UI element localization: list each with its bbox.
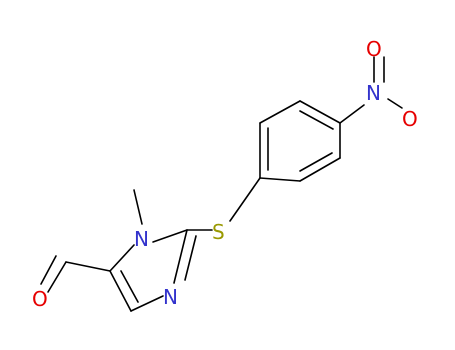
bond-ar4-ar5 — [299, 157, 341, 182]
bond-ar1-ar2 — [259, 100, 301, 124]
atom-n-methyl: N — [134, 227, 149, 251]
bond-nitro-o-right — [387, 98, 403, 109]
atom-nitro-n: N — [366, 81, 381, 105]
bond-ar2-ar3-inner — [299, 110, 334, 130]
bond-c2-n3 — [173, 229, 188, 284]
bond-c5-cho — [65, 261, 111, 272]
atom-n-ring: N — [163, 285, 178, 309]
atom-sulfur: S — [212, 220, 225, 244]
bond-ar5-ar6 — [259, 177, 301, 182]
bond-n1-methyl — [133, 189, 143, 225]
bond-c4-c5-double — [120, 270, 139, 303]
atom-nitro-o-top: O — [366, 37, 382, 61]
bond-ar2-ar3 — [299, 100, 341, 124]
bond-c2-n3-double — [184, 235, 197, 281]
bond-cho-o — [47, 261, 67, 293]
bond-cho-o-double — [40, 255, 57, 285]
bond-ar-nitro — [339, 104, 365, 124]
atom-aldehyde-o: O — [32, 287, 48, 311]
atom-nitro-o-right: O — [402, 107, 418, 131]
bond-n1-c2 — [152, 229, 188, 243]
bond-n3-c4 — [130, 295, 164, 312]
bond-s-ch2 — [229, 177, 261, 222]
bond-ar4-ar5-inner — [299, 152, 333, 172]
bond-c4-c5 — [109, 270, 132, 312]
bond-c5-n1 — [109, 244, 135, 272]
